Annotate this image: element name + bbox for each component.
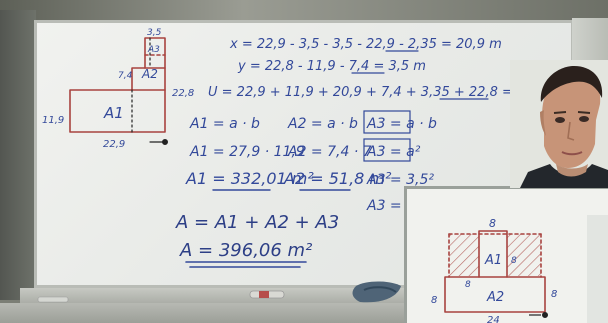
inset-diagram: 8 A1 A2 8 8 8 8 24	[431, 215, 608, 323]
a2-substitution: A2 = 7,4 · 7	[287, 144, 372, 160]
inset-small-right-label: 8	[511, 256, 517, 266]
a3-sub-box	[363, 138, 411, 162]
inset-small-left-label: 8	[465, 280, 471, 290]
picture-in-picture-inset: 8 A1 A2 8 8 8 8 24	[404, 186, 608, 323]
inset-right-label: 8	[551, 289, 557, 300]
a1-label: A1	[103, 104, 124, 122]
a1-result: A1 = 332,01 m²	[185, 169, 314, 188]
a3-label: A3	[147, 45, 160, 55]
presenter-figure	[510, 60, 608, 188]
marker-on-tray	[249, 290, 285, 299]
mid-dimension: 7,4	[118, 71, 133, 81]
total-sum: A = A1 + A2 + A3	[175, 212, 339, 233]
inset-top-label: 8	[489, 217, 496, 230]
cloth-on-tray	[352, 281, 401, 303]
inset-a2-label: A2	[486, 290, 504, 305]
a3-substitution: A3 = a²	[366, 144, 421, 160]
right-dimension: 22,8	[172, 88, 194, 99]
ceiling	[0, 0, 608, 20]
formula-u: U = 22,9 + 11,9 + 20,9 + 7,4 + 3,35 + 22…	[208, 85, 571, 100]
result-underlines	[351, 50, 489, 100]
inset-a1-label: A1	[484, 253, 502, 268]
bottom-dimension: 22,9	[103, 139, 125, 150]
left-wall	[0, 10, 36, 300]
formula-y: y = 22,8 - 11,9 - 7,4 = 3,5 m	[237, 59, 426, 74]
l-shape-diagram	[69, 37, 166, 133]
a1-substitution: A1 = 27,9 · 11,9	[189, 144, 305, 160]
presenter-photo	[510, 60, 608, 188]
a2-result: A2 = 51,8 m²	[283, 169, 392, 188]
top-dimension: 3,5	[147, 28, 162, 38]
total-underline	[185, 261, 307, 268]
inset-left-label: 8	[431, 295, 437, 306]
formula-x: x = 22,9 - 3,5 - 3,5 - 22,9 - 2,35 = 20,…	[229, 37, 502, 52]
small-marker-left	[37, 296, 69, 303]
a2-label: A2	[141, 67, 158, 81]
left-dimension: 11,9	[42, 115, 64, 126]
a1-formula: A1 = a · b	[189, 116, 260, 132]
diagram-black-details	[131, 37, 169, 146]
inset-bottom-label: 24	[487, 315, 500, 323]
a2-formula: A2 = a · b	[287, 116, 358, 132]
a3-substitution-2: A3 = 3,5²	[366, 172, 434, 188]
total-result: A = 396,06 m²	[179, 240, 312, 261]
a3-formula: A3 = a · b	[366, 116, 437, 132]
a3-formula-box	[363, 110, 411, 134]
